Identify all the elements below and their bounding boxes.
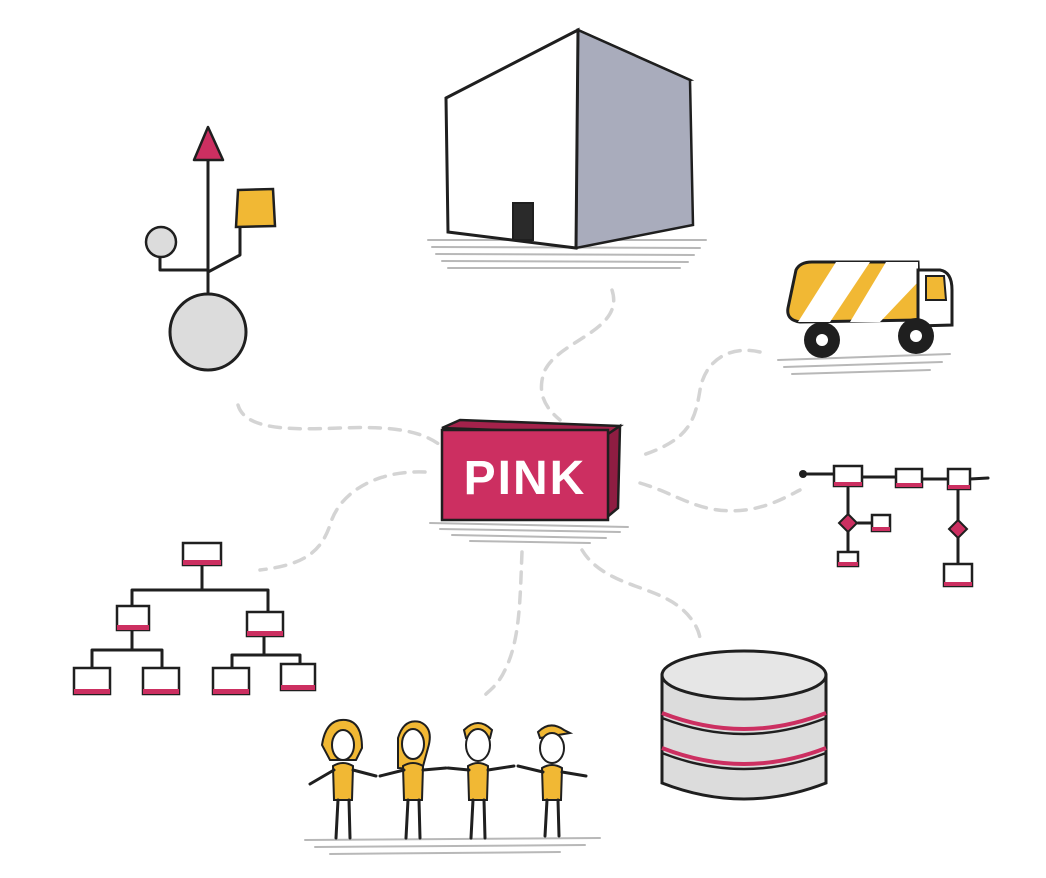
small-circle-shape — [144, 225, 178, 259]
connector-to-component-tree — [236, 403, 442, 447]
triangle-shape — [192, 125, 225, 162]
person — [516, 724, 588, 838]
yellow-square-shape — [234, 187, 277, 229]
database-body — [660, 673, 828, 801]
pink-shadow — [429, 522, 629, 544]
pink-box-front — [440, 428, 610, 522]
person — [446, 722, 516, 840]
component-tree-icon — [144, 125, 277, 372]
connector-to-org-chart — [258, 470, 427, 572]
person — [308, 718, 378, 840]
database-icon — [660, 649, 828, 801]
org-chart-icon — [72, 541, 317, 696]
truck-icon — [777, 260, 954, 375]
building-side — [574, 28, 695, 250]
database-band-2 — [661, 746, 827, 766]
connector-to-team — [483, 550, 524, 697]
building-icon — [427, 27, 707, 269]
connector-to-building — [539, 288, 616, 422]
flow-decision — [947, 518, 969, 540]
database-band-1 — [661, 711, 827, 731]
pink-label: PINK — [464, 452, 587, 505]
team-people-icon — [304, 718, 601, 855]
database-top — [660, 649, 828, 701]
large-circle-shape — [168, 292, 248, 372]
pink-container: PINK — [429, 418, 629, 544]
connectors — [236, 288, 802, 697]
process-flow-icon — [799, 464, 990, 588]
connector-to-truck — [638, 348, 762, 458]
building-front — [444, 27, 580, 250]
building-door — [512, 202, 534, 241]
connector-to-process-flow — [638, 481, 802, 513]
person — [378, 720, 448, 840]
connector-to-database — [580, 548, 702, 642]
flow-decision — [837, 512, 859, 534]
